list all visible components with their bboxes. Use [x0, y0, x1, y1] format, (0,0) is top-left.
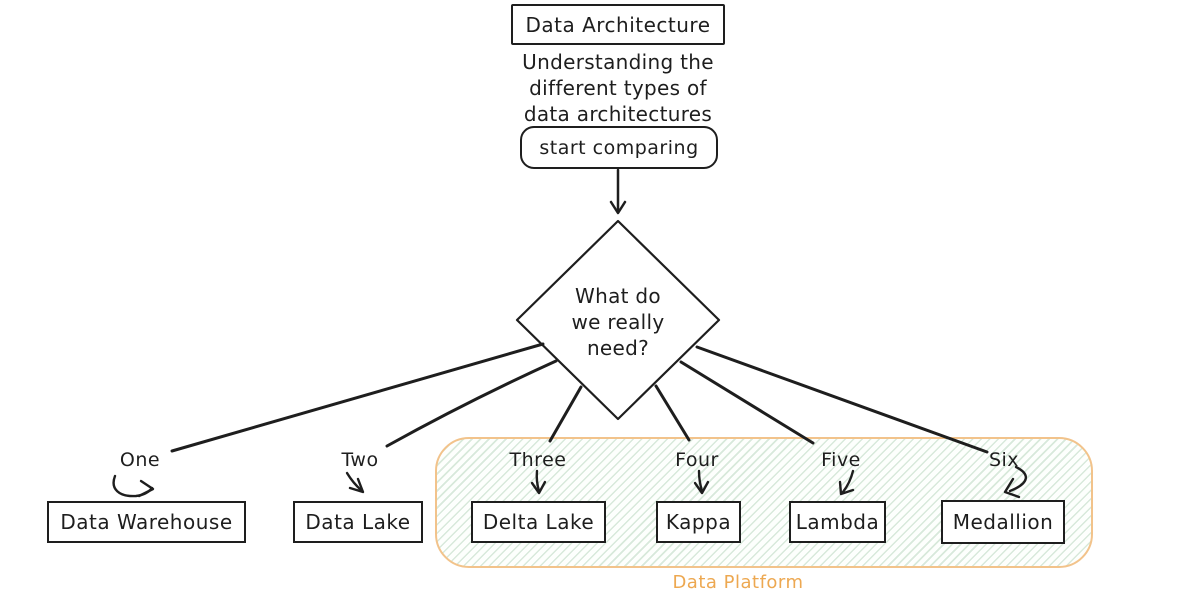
node-data-warehouse-label: Data Warehouse — [60, 510, 233, 534]
title-box: Data Architecture — [511, 4, 725, 45]
branch-label-two: Two — [341, 449, 379, 471]
subtitle-line-3: data architectures — [523, 102, 713, 126]
node-delta-lake-label: Delta Lake — [482, 510, 595, 534]
node-medallion-label: Medallion — [952, 510, 1054, 534]
start-comparing-box: start comparing — [520, 126, 718, 169]
node-medallion: Medallion — [941, 500, 1065, 544]
branch-line-five — [679, 360, 815, 445]
node-kappa: Kappa — [656, 501, 741, 543]
subtitle-text: Understanding the different types of dat… — [522, 49, 714, 127]
node-kappa-label: Kappa — [665, 510, 732, 534]
branch-label-six: Six — [988, 449, 1020, 471]
branch-line-two — [385, 359, 558, 448]
node-delta-lake: Delta Lake — [471, 501, 606, 543]
subtitle-line-2: different types of — [529, 76, 707, 100]
branch-line-four — [654, 384, 691, 442]
start-comparing-label: start comparing — [539, 136, 699, 159]
data-platform-label: Data Platform — [672, 572, 804, 593]
title-label: Data Architecture — [525, 12, 711, 37]
node-data-lake: Data Lake — [293, 501, 423, 543]
node-lambda-label: Lambda — [795, 510, 880, 534]
branch-label-one: One — [119, 449, 161, 471]
node-data-lake-label: Data Lake — [305, 510, 411, 534]
subtitle-line-1: Understanding the — [522, 50, 714, 74]
arrowhead-one — [137, 479, 155, 498]
decision-line-3: need? — [586, 336, 650, 360]
node-lambda: Lambda — [789, 501, 886, 543]
branch-line-three — [548, 385, 583, 443]
arrow-two — [345, 471, 364, 493]
arrowhead-two — [348, 477, 365, 494]
decision-line-2: we really — [571, 310, 665, 334]
branch-label-four: Four — [675, 449, 719, 471]
branch-label-five: Five — [821, 449, 861, 471]
branch-line-one — [170, 342, 545, 453]
branch-label-three: Three — [509, 449, 567, 471]
start-to-decision-arrowhead — [609, 200, 627, 215]
arrow-one — [112, 474, 154, 498]
decision-text: What do we really need? — [571, 283, 664, 361]
node-data-warehouse: Data Warehouse — [47, 501, 246, 543]
decision-line-1: What do — [575, 284, 661, 308]
